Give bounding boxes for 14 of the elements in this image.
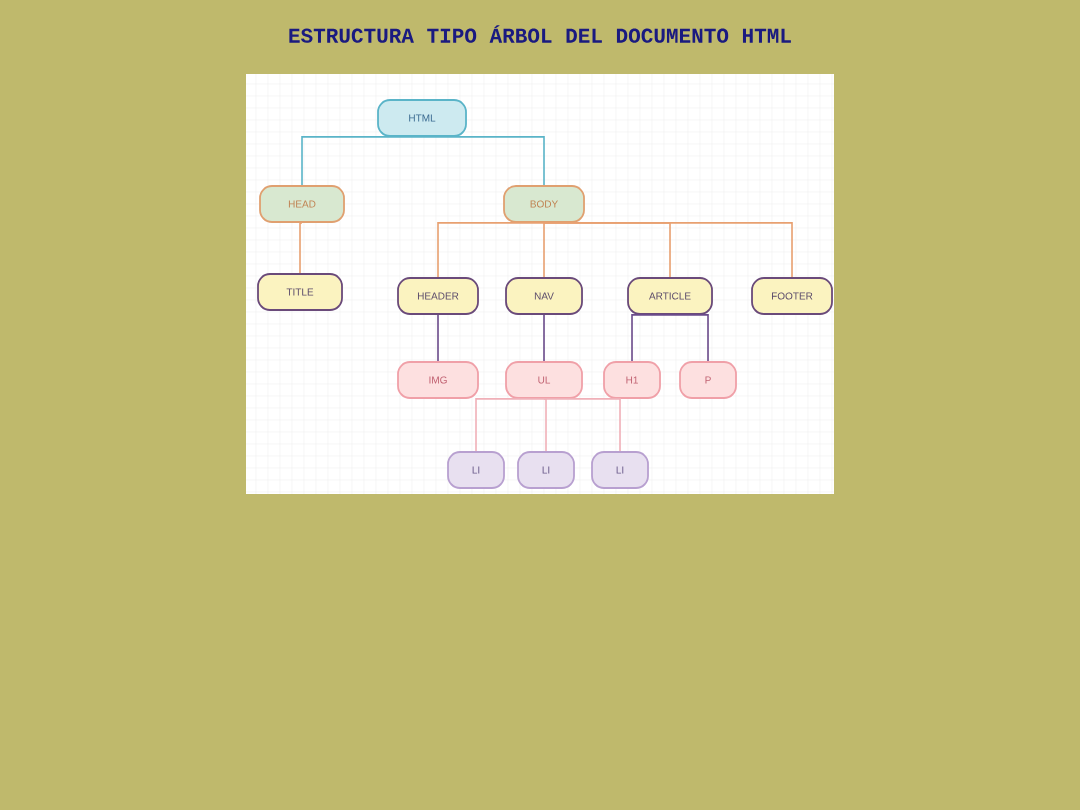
connector xyxy=(543,314,545,362)
connector xyxy=(437,314,439,362)
connector xyxy=(543,222,793,278)
connector xyxy=(299,222,303,274)
connector xyxy=(543,398,621,452)
connector xyxy=(475,398,545,452)
connector xyxy=(421,136,545,186)
connector xyxy=(669,314,709,362)
connector xyxy=(631,314,671,362)
connector xyxy=(543,398,547,452)
title: ESTRUCTURA TIPO ÁRBOL DEL DOCUMENTO HTML xyxy=(289,25,791,43)
connector xyxy=(543,222,545,278)
connector xyxy=(301,136,423,186)
connector xyxy=(437,222,545,278)
